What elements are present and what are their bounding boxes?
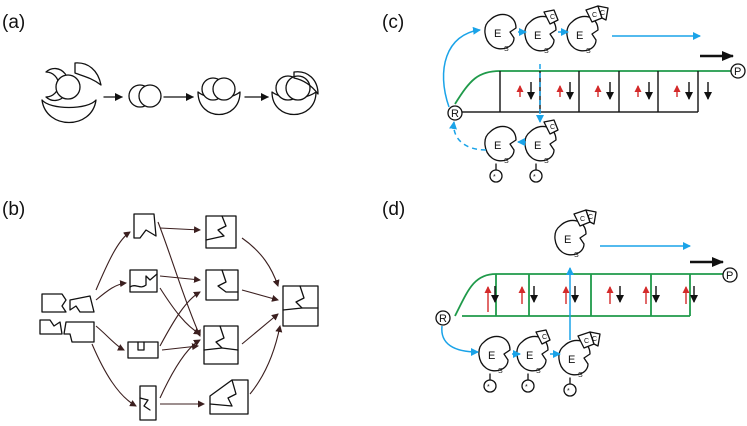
d-red-arrows: [484, 286, 690, 312]
puzzle-intermediate-2: [129, 269, 158, 293]
svg-text:*: *: [525, 384, 528, 391]
d-rungs: [495, 274, 691, 316]
svg-text:S: S: [504, 158, 509, 165]
puzzle-stage2-4: [209, 379, 249, 415]
svg-text:S: S: [536, 368, 541, 375]
svg-text:S: S: [504, 46, 509, 53]
c-rungs: [499, 71, 699, 112]
d-enzyme-2: E S C *: [516, 329, 551, 393]
svg-text:*: *: [567, 388, 570, 395]
svg-text:P: P: [726, 270, 733, 282]
c-enzyme-4: E S *: [484, 125, 517, 183]
c-red-arrows: [516, 85, 681, 97]
panel-a-label: (a): [2, 12, 25, 33]
c-blue-flows: [442, 26, 701, 151]
puzzle-intermediate-4: [139, 385, 157, 421]
panel-c: (c) R: [382, 5, 746, 183]
svg-text:*: *: [533, 174, 536, 181]
svg-text:C: C: [592, 336, 597, 343]
svg-text:E: E: [564, 234, 571, 246]
svg-text:S: S: [544, 48, 549, 55]
svg-text:R: R: [439, 313, 447, 325]
svg-text:C: C: [542, 334, 547, 341]
bound-complex-shape: [197, 77, 241, 115]
c-green-track: [454, 70, 736, 105]
svg-text:C: C: [550, 14, 555, 21]
puzzle-pieces-start: [39, 293, 95, 343]
puzzle-complete: [282, 285, 319, 327]
svg-text:E: E: [576, 30, 583, 42]
c-enzyme-5: E S C *: [524, 119, 559, 183]
svg-text:P: P: [734, 66, 741, 78]
c-enzyme-3: E S C C: [566, 5, 609, 55]
svg-text:S: S: [586, 48, 591, 55]
svg-text:S: S: [578, 372, 583, 379]
d-black-arrows: [491, 286, 698, 303]
svg-text:S: S: [498, 368, 503, 375]
svg-text:C: C: [550, 124, 555, 131]
d-p-node: P: [722, 267, 738, 283]
svg-text:S: S: [574, 252, 579, 259]
c-r-node: R: [447, 105, 463, 121]
puzzle-stage2-3: [203, 325, 239, 365]
c-enzyme-1: E S: [484, 13, 517, 53]
puzzle-stage2-2: [205, 269, 239, 301]
panel-b-label: (b): [2, 199, 25, 220]
panel-d-label: (d): [382, 199, 405, 220]
c-enzyme-2: E S C: [524, 9, 559, 55]
svg-text:E: E: [526, 350, 533, 362]
d-blue-flows: [441, 242, 691, 358]
panel-c-label: (c): [382, 12, 404, 33]
panel-b: (b): [2, 199, 319, 421]
svg-text:E: E: [534, 30, 541, 42]
c-black-arrows: [527, 82, 712, 100]
puzzle-stage2-1: [205, 215, 237, 249]
d-enzyme-top: E S C C: [554, 209, 597, 259]
svg-text:C: C: [584, 338, 589, 345]
svg-text:E: E: [568, 354, 575, 366]
partial-complex-shape: [128, 84, 162, 108]
svg-text:C: C: [600, 10, 605, 17]
panel-a: (a): [2, 12, 319, 123]
panel-d: (d) R: [382, 199, 738, 397]
svg-text:C: C: [592, 12, 597, 19]
svg-text:C: C: [588, 214, 593, 221]
svg-text:R: R: [451, 108, 459, 120]
svg-text:S: S: [544, 158, 549, 165]
full-complex-shape: [271, 71, 319, 115]
c-p-node: P: [730, 63, 746, 79]
separate-components-shape: [41, 62, 102, 123]
svg-text:E: E: [494, 28, 501, 40]
puzzle-intermediate-1: [133, 213, 157, 239]
d-enzyme-1: E S *: [478, 335, 511, 393]
d-enzyme-3: E S C C *: [558, 331, 601, 397]
svg-text:C: C: [580, 216, 585, 223]
puzzle-intermediate-3: [127, 341, 159, 359]
svg-text:E: E: [534, 140, 541, 152]
svg-text:E: E: [488, 350, 495, 362]
svg-text:E: E: [494, 140, 501, 152]
puzzle-pathway-arrows: [91, 221, 283, 408]
d-r-node: R: [435, 310, 451, 326]
svg-text:*: *: [493, 174, 496, 181]
svg-text:*: *: [487, 384, 490, 391]
